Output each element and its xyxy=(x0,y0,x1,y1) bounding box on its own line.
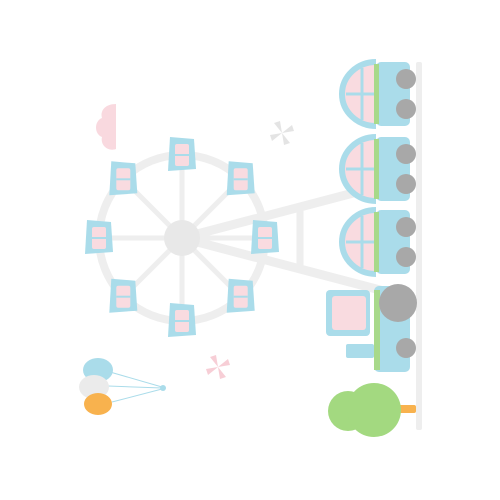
train-icon xyxy=(326,59,417,372)
railway-track xyxy=(416,62,422,430)
train-passenger-cars xyxy=(339,59,416,277)
balloons-icon xyxy=(79,358,166,415)
locomotive-stripe xyxy=(374,290,380,370)
tree-foliage xyxy=(347,383,401,437)
ferris-wheel-gondolas xyxy=(85,137,279,337)
train-wheel xyxy=(396,174,416,194)
ferris-wheel-gondola xyxy=(109,278,138,313)
ferris-wheel-support xyxy=(177,181,385,295)
train-car xyxy=(339,59,416,129)
locomotive-cab-window xyxy=(332,296,366,330)
train-wheel xyxy=(396,217,416,237)
train-wheel xyxy=(396,99,416,119)
cloud-icon xyxy=(96,104,116,150)
train-car xyxy=(339,207,416,277)
balloon-orange xyxy=(84,393,112,415)
ferris-wheel-hub xyxy=(164,220,200,256)
pinwheel-icon xyxy=(206,355,230,379)
locomotive-chimney xyxy=(346,344,374,358)
ferris-wheel-gondola xyxy=(251,220,279,254)
ferris-wheel-gondola xyxy=(168,137,196,171)
ferris-wheel-icon xyxy=(85,137,385,337)
train-locomotive xyxy=(326,284,417,372)
train-wheel xyxy=(396,144,416,164)
train-wheel xyxy=(379,284,417,322)
train-wheel xyxy=(396,247,416,267)
ferris-wheel-gondola xyxy=(226,161,255,196)
balloon-white xyxy=(79,375,109,399)
tree-icon xyxy=(328,383,416,437)
train-car xyxy=(339,134,416,204)
ferris-wheel-gondola xyxy=(85,220,113,254)
balloon-knot xyxy=(160,385,166,391)
pinwheel-icon xyxy=(270,121,294,145)
train-wheel xyxy=(396,69,416,89)
ferris-wheel-gondola xyxy=(109,161,138,196)
ferris-wheel-gondola xyxy=(226,278,255,313)
ferris-wheel-gondola xyxy=(168,303,196,337)
train-wheel xyxy=(396,338,416,358)
